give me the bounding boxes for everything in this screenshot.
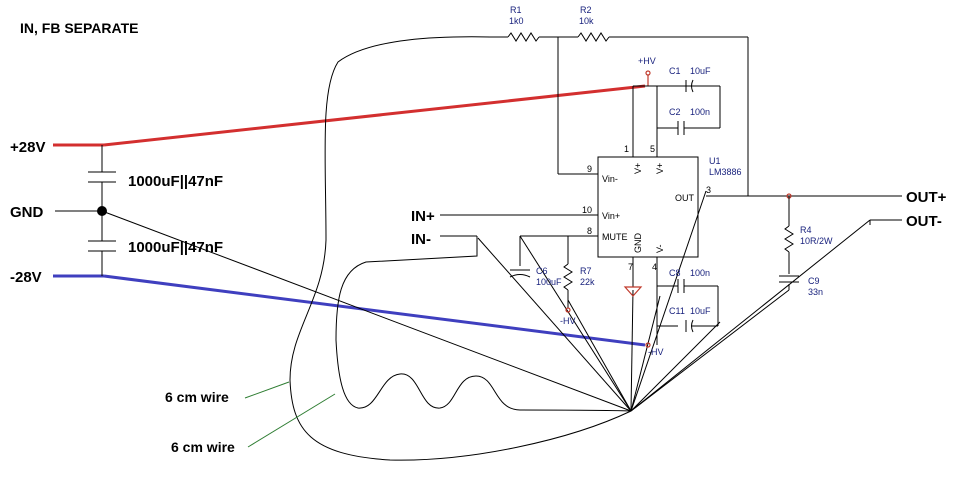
label-r2-ref: R2 — [580, 5, 592, 15]
feedback-network — [490, 32, 749, 196]
ic-pin-out: OUT — [675, 193, 695, 203]
diagram-title: IN, FB SEPARATE — [20, 20, 139, 36]
ic-pin-vminus: V- — [655, 244, 665, 253]
pin-number-8: 8 — [587, 226, 592, 236]
label-r1-ref: R1 — [510, 5, 522, 15]
label-out-minus: OUT- — [906, 213, 942, 230]
pin-number-5: 5 — [650, 144, 655, 154]
neg-hv-decoupling — [645, 257, 719, 348]
label-c11-ref: C11 — [669, 306, 685, 316]
label-r1-val: 1k0 — [509, 16, 524, 26]
reservoir-cap-bottom — [88, 211, 116, 276]
label-u1-ref: U1 — [709, 156, 721, 166]
label-c8-val: 100n — [690, 268, 710, 278]
ic-pin-vplus-1: V+ — [633, 163, 643, 174]
ic-pin-mute: MUTE — [602, 232, 628, 242]
pin-number-3: 3 — [706, 185, 711, 195]
label-r4-ref: R4 — [800, 225, 812, 235]
zobel-network — [779, 193, 799, 290]
star-ground-wires — [101, 190, 871, 412]
label-c11-val: 10uF — [690, 306, 711, 316]
mute-network — [509, 235, 643, 313]
label-wire-1: 6 cm wire — [165, 389, 229, 405]
label-gnd: GND — [10, 204, 44, 221]
ic-pin-gnd: GND — [633, 233, 643, 254]
label-neg-hv-mute: -HV — [560, 316, 576, 326]
wire-loop-outer — [289, 36, 632, 461]
label-neg-28v: -28V — [10, 269, 42, 286]
ic-lm3886-body — [597, 156, 699, 258]
label-c2-val: 100n — [690, 107, 710, 117]
pos-hv-decoupling — [632, 70, 721, 157]
label-wire-2: 6 cm wire — [171, 439, 235, 455]
label-pos-hv: +HV — [638, 56, 656, 66]
neg-supply-wire — [103, 274, 646, 347]
label-in-minus: IN- — [411, 231, 431, 248]
ic-pin-vin-minus: Vin- — [602, 174, 618, 184]
label-pos-28v: +28V — [10, 139, 45, 156]
pin-number-10: 10 — [582, 205, 592, 215]
label-cap-bottom: 1000uF||47nF — [128, 239, 223, 256]
label-r7-val: 22k — [580, 277, 595, 287]
label-r7-ref: R7 — [580, 266, 592, 276]
reservoir-cap-top — [88, 145, 116, 211]
ic-pin-vplus-2: V+ — [655, 163, 665, 174]
ic-pin-vin-plus: Vin+ — [602, 211, 620, 221]
label-neg-hv: -HV — [648, 347, 664, 357]
wire-1-pointer — [244, 381, 290, 399]
label-r2-val: 10k — [579, 16, 594, 26]
label-c1-ref: C1 — [669, 66, 681, 76]
label-r4-val: 10R/2W — [800, 236, 833, 246]
label-c9-val: 33n — [808, 287, 823, 297]
label-c1-val: 10uF — [690, 66, 711, 76]
label-out-plus: OUT+ — [906, 189, 947, 206]
label-c6-ref: C6 — [536, 266, 548, 276]
label-in-plus: IN+ — [411, 208, 435, 225]
label-c8-ref: C8 — [669, 268, 681, 278]
wire-2-pointer — [247, 393, 336, 448]
label-c6-val: 100uF — [536, 277, 562, 287]
label-cap-top: 1000uF||47nF — [128, 173, 223, 190]
label-u1-val: LM3886 — [709, 167, 742, 177]
label-c9-ref: C9 — [808, 276, 820, 286]
pin-number-1: 1 — [624, 144, 629, 154]
wire-loop-inner — [335, 236, 632, 412]
pin-number-4: 4 — [652, 262, 657, 272]
label-c2-ref: C2 — [669, 107, 681, 117]
pin-number-7: 7 — [628, 262, 633, 272]
pin-number-9: 9 — [587, 164, 592, 174]
pos-supply-wire — [103, 84, 646, 147]
